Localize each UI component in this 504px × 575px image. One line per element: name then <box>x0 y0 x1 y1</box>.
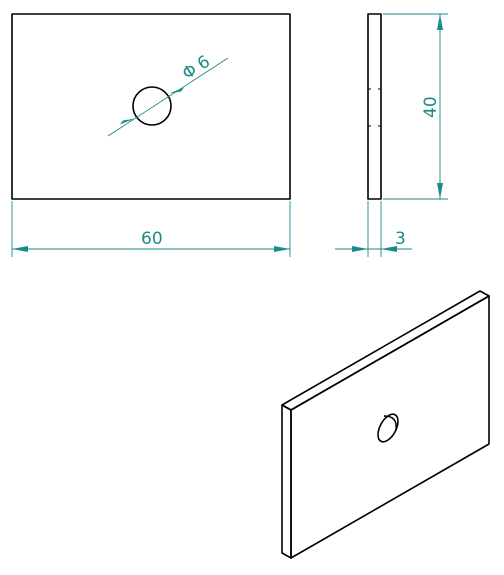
hole-leader-line <box>107 57 229 137</box>
side-view <box>367 13 382 200</box>
iso-front-face <box>290 295 490 559</box>
hole-leader-arrow-lower <box>120 118 135 125</box>
side-view-outline <box>367 13 382 200</box>
hole-diameter-dimension: Φ 6 <box>107 52 229 137</box>
iso-hole-front <box>377 413 399 443</box>
width-arrow-right <box>274 246 290 252</box>
height-arrow-top <box>437 14 443 30</box>
hole-leader-arrow-upper <box>169 87 184 94</box>
isometric-view <box>281 290 490 559</box>
thickness-dimension-text: 3 <box>395 229 406 249</box>
thickness-arrow-right <box>381 246 397 252</box>
iso-top-face <box>281 290 490 411</box>
iso-side-face <box>281 404 292 559</box>
height-arrow-bottom <box>437 183 443 199</box>
thickness-dimension: 3 <box>335 201 412 257</box>
width-dimension: 60 <box>11 201 291 257</box>
height-dimension-text: 40 <box>421 96 441 118</box>
height-dimension: 40 <box>383 13 448 200</box>
width-arrow-left <box>12 246 28 252</box>
front-view-outline <box>11 13 291 200</box>
front-view <box>11 13 291 200</box>
iso-hole-inner-edge <box>383 415 398 431</box>
front-view-hole <box>132 86 172 126</box>
thickness-arrow-left <box>352 246 368 252</box>
width-dimension-text: 60 <box>141 229 163 249</box>
